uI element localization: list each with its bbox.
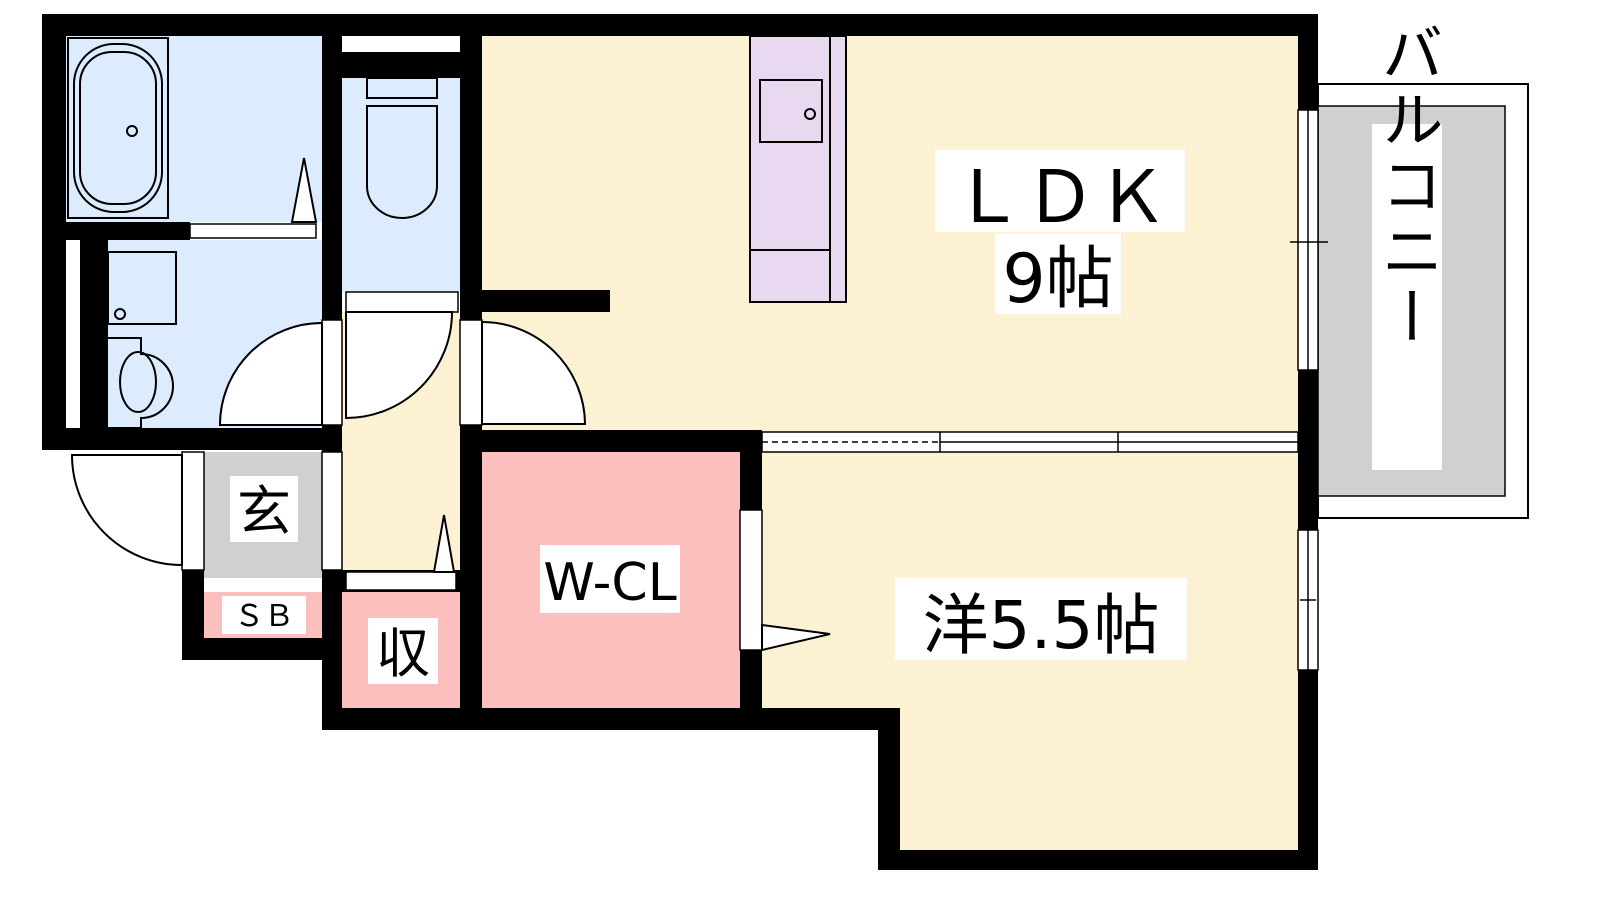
sb-label-bg	[222, 596, 306, 634]
washing-machine-icon	[107, 251, 177, 325]
ldk-size-bg	[995, 234, 1121, 314]
washroom-door	[218, 321, 323, 426]
wcl-label: W-CL	[543, 553, 676, 613]
western-room-label: 洋5.5帖	[923, 587, 1160, 664]
bath-door-marker	[290, 157, 318, 223]
washbasin-icon	[104, 337, 174, 429]
balcony-label: バルコニー	[1371, 21, 1444, 351]
ldk-label: ＬＤＫ	[952, 155, 1168, 239]
toilet-room	[342, 78, 460, 292]
kitchen-counter	[749, 35, 847, 303]
storage-label: 収	[376, 622, 430, 685]
ldk-label-bg	[935, 150, 1185, 232]
walls	[42, 14, 1318, 870]
toilet-door	[345, 311, 454, 420]
bathtub-icon	[67, 37, 169, 219]
storage-label-bg	[368, 618, 438, 684]
door-swings[interactable]	[70, 157, 831, 652]
ldk-room	[482, 36, 1298, 432]
western-room-alcove	[900, 700, 1298, 850]
entrance-label: 玄	[237, 480, 291, 543]
storage-door-marker	[432, 514, 456, 573]
sash-lines	[762, 110, 1328, 670]
toilet-icon	[366, 77, 438, 99]
shoe-box-label: ＳＢ	[234, 599, 294, 634]
balcony-label-bg	[1372, 124, 1442, 470]
entry-door	[70, 454, 183, 567]
sink-icon	[759, 79, 823, 143]
bathtub-rim	[73, 43, 163, 213]
fixtures	[67, 35, 847, 429]
ldk-door	[481, 320, 587, 425]
wcl-label-bg	[540, 545, 680, 613]
entrance-label-bg	[230, 476, 298, 542]
ldk-size-label: 9帖	[1002, 240, 1113, 319]
closet-door-marker	[761, 623, 831, 652]
western-label-bg	[895, 578, 1187, 660]
